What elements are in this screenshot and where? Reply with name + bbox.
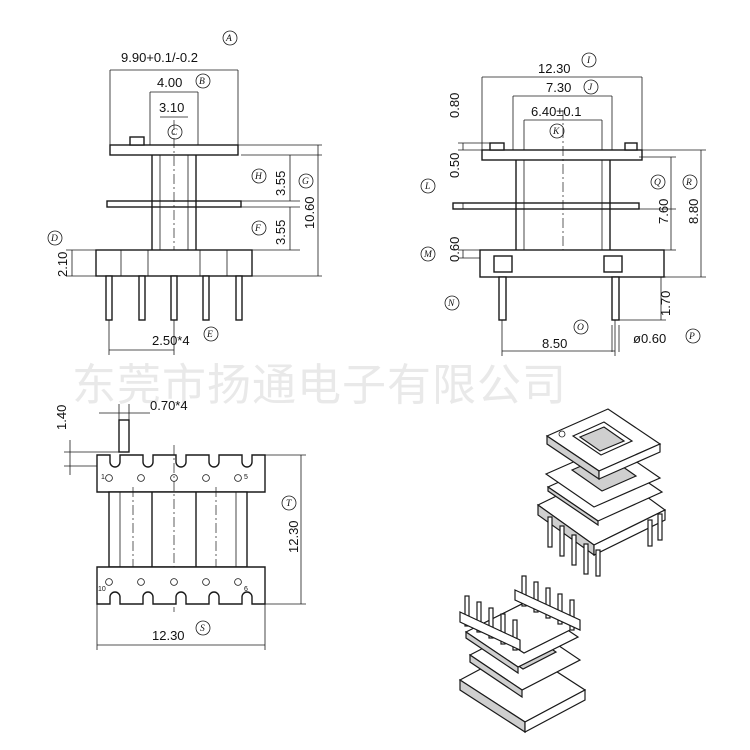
side-overall-width-label: 12.30 [538,61,571,76]
side-pin-diameter-label: ø0.60 [633,331,666,346]
tag-g: G [302,177,309,187]
bottom-pin-stub-length-label: 1.40 [54,405,69,430]
side-view: 12.30 I 7.30 J 6.40±0.1 K 0.80 0.50 L 0.… [420,52,706,356]
front-overall-width-label: 9.90+0.1/-0.2 [121,50,198,65]
front-overall-height-label: 10.60 [302,196,317,229]
tag-q: Q [654,178,661,188]
tag-m: M [423,250,433,260]
front-pin-pitch-label: 2.50*4 [152,333,190,348]
pin-number-6: 6 [244,586,248,593]
tag-b: B [199,77,205,87]
tag-r: R [685,178,692,188]
tag-h: H [254,172,263,182]
side-core-width-label: 6.40±0.1 [531,104,582,119]
pin-number-5: 5 [244,474,248,481]
pin-number-10: 10 [98,586,106,593]
tag-l: L [424,182,430,192]
front-view: 9.90+0.1/-0.2 A 4.00 B 3.10 C 3.55 3.55 … [47,30,322,355]
pin-number-1: 1 [101,474,105,481]
tag-e: E [206,330,213,340]
watermark-text: 东莞市扬通电子有限公司 [72,360,567,411]
front-top-tab [129,136,145,146]
side-pin-length-label: 1.70 [658,291,673,316]
isometric-view-top [536,408,667,577]
tag-k: K [552,127,560,137]
bottom-view: 1 5 10 6 1.40 0.70*4 12.30 [54,398,306,650]
bottom-pin-width-label: 0.70*4 [150,398,188,413]
side-flange-width-label: 7.30 [546,80,571,95]
tag-n: N [447,299,455,309]
tag-t: T [286,499,292,509]
tag-p: P [688,332,695,342]
front-base-height-label: 2.10 [55,252,70,277]
tag-d: D [50,234,58,244]
side-mid-thickness-label: 0.50 [447,153,462,178]
tag-o: O [577,323,584,333]
isometric-view-bottom [458,575,587,734]
tag-j: J [588,83,593,93]
front-flange-width-label: 4.00 [157,75,182,90]
front-gap-upper-label: 3.55 [273,171,288,196]
tag-a: A [225,34,232,44]
front-core-width-label: 3.10 [159,100,184,115]
side-pin-row-spacing-label: 8.50 [542,336,567,351]
tag-i: I [586,56,591,66]
bottom-top-plate [96,454,266,493]
front-gap-lower-label: 3.55 [273,220,288,245]
tag-f: F [254,224,261,234]
tag-s: S [200,624,205,634]
side-base-step-label: 0.60 [447,237,462,262]
side-overall-height-label: 8.80 [686,199,701,224]
side-top-thickness-label: 0.80 [447,93,462,118]
bottom-overall-height-label: 12.30 [286,520,301,553]
front-base [95,249,253,277]
bottom-bottom-plate [96,566,266,605]
bottom-overall-width-label: 12.30 [152,628,185,643]
side-flange-span-label: 7.60 [656,199,671,224]
tag-c: C [171,128,178,138]
